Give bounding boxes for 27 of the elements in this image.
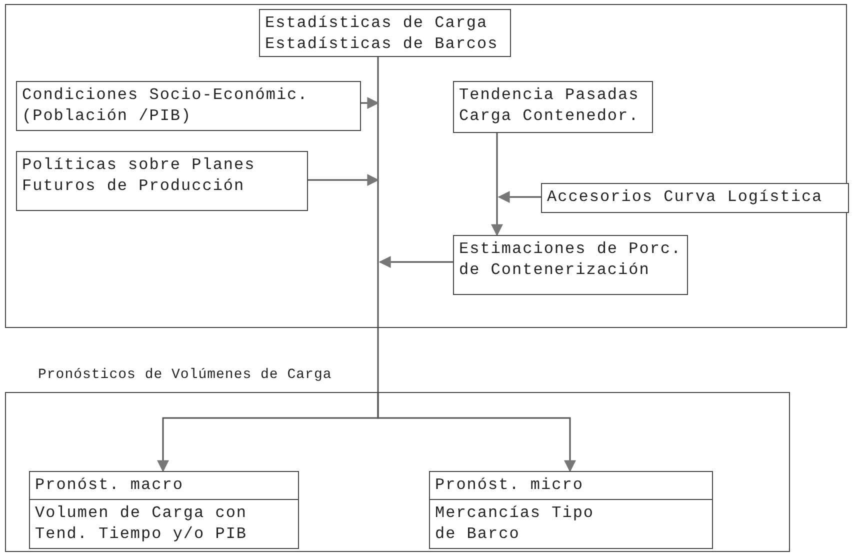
- box-label: Condiciones Socio-Económic. (Población /PIB): [21, 85, 310, 127]
- arrow: [498, 191, 541, 203]
- arrow: [361, 97, 380, 109]
- box-heading: Pronóst. macro: [30, 472, 298, 500]
- group-frame: [5, 4, 847, 328]
- box-label: Estimaciones de Porc. de Contenerización: [458, 239, 683, 281]
- connector-line: [377, 57, 379, 392]
- box-text: Mercancías Tipo de Barco: [434, 503, 596, 545]
- arrow: [491, 133, 503, 236]
- group-heading: Pronósticos de Volúmenes de Carga: [38, 367, 332, 383]
- box-label: Tendencia Pasadas Carga Contenedor.: [458, 85, 640, 127]
- box-text: Volumen de Carga con Tend. Tiempo y/o PIB: [34, 503, 248, 545]
- arrow: [378, 256, 453, 268]
- box-label: Accesorios Curva Logística: [546, 187, 824, 208]
- process-box: [259, 9, 511, 57]
- box-label: Estadísticas de Carga Estadísticas de Barcos: [264, 13, 500, 55]
- process-box: [16, 81, 361, 131]
- process-box: [541, 183, 849, 213]
- process-box: [429, 471, 713, 549]
- process-box: [453, 81, 653, 133]
- arrow: [377, 392, 576, 472]
- process-box: [453, 235, 688, 295]
- box-label: Políticas sobre Planes Futuros de Producción: [21, 155, 256, 197]
- box-heading: Pronóst. micro: [430, 472, 712, 500]
- arrow: [308, 174, 380, 186]
- process-box: [16, 151, 308, 211]
- process-box: [29, 471, 299, 549]
